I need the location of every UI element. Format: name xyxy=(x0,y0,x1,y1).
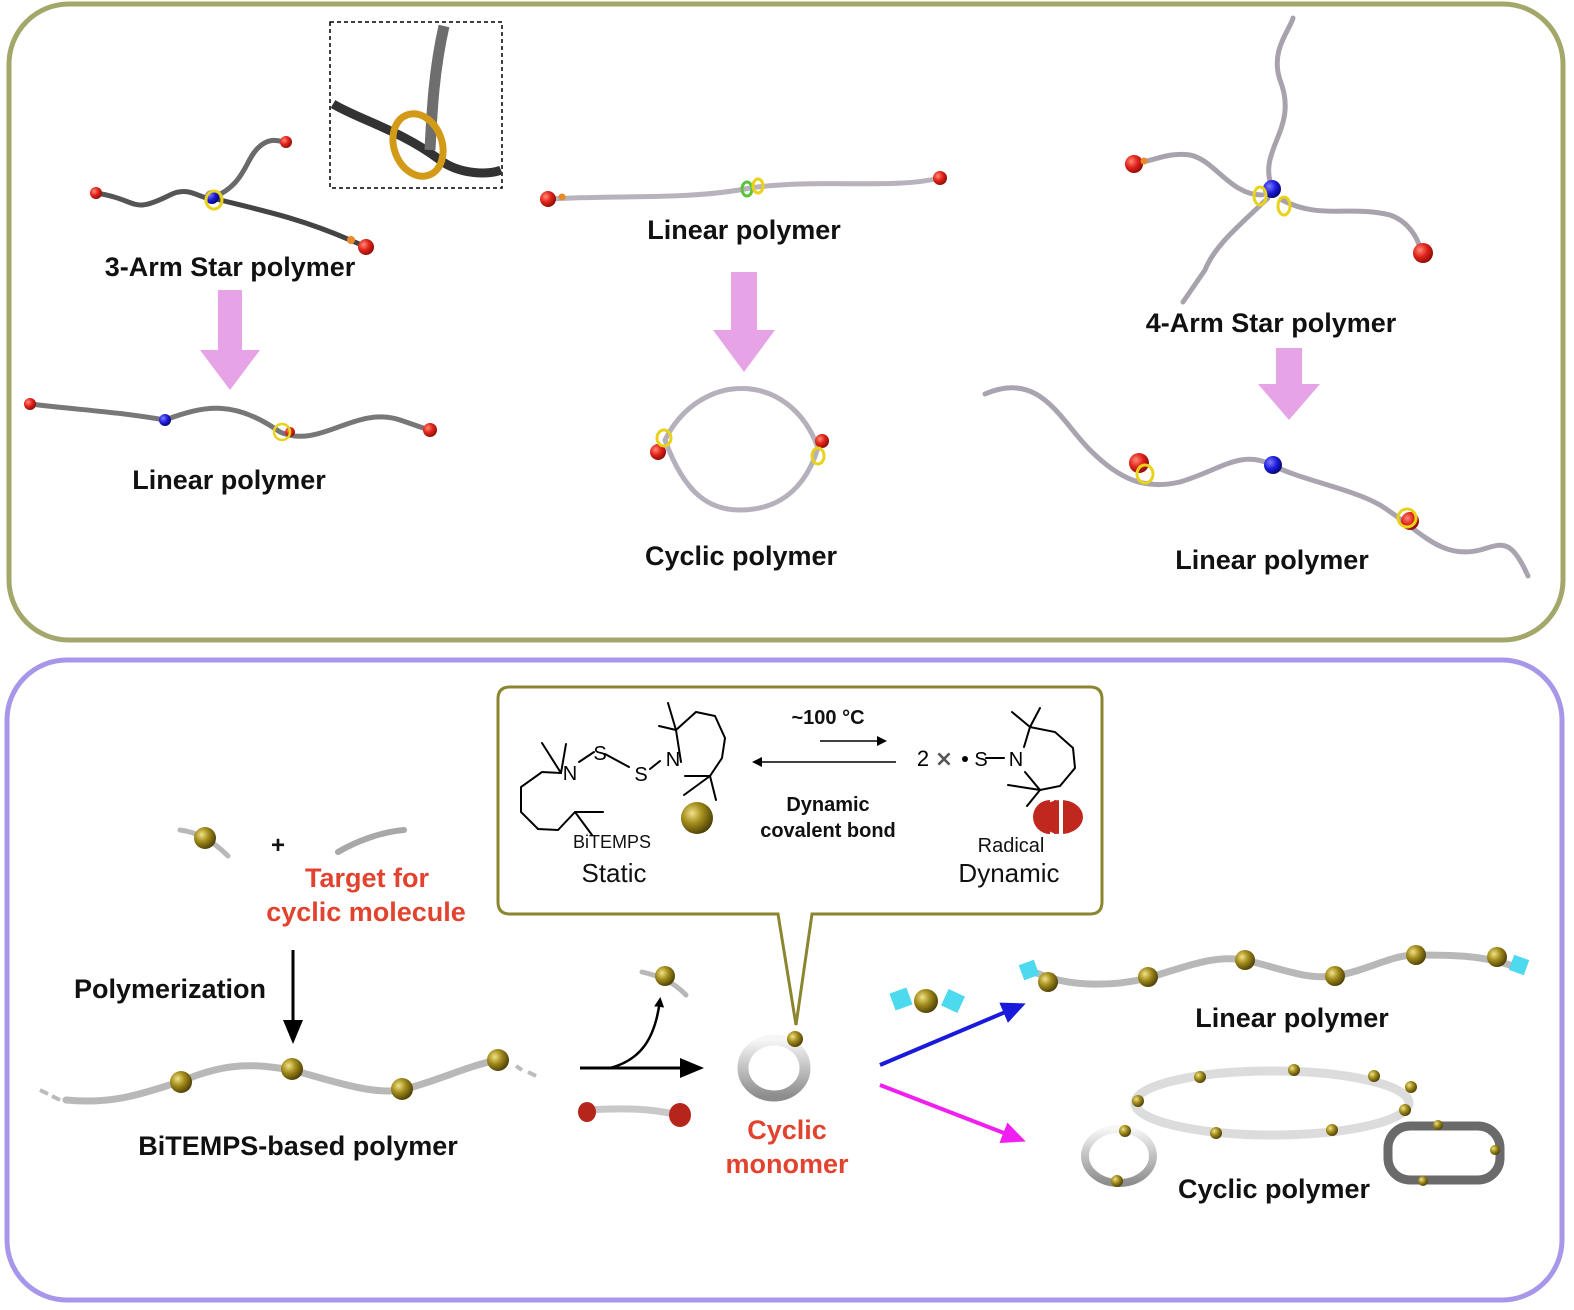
release-arrow xyxy=(609,997,665,1070)
capping-agent xyxy=(889,987,965,1013)
polymerization-label: Polymerization xyxy=(74,974,267,1004)
target-segment xyxy=(335,827,407,855)
atom-s-1: S xyxy=(593,743,606,765)
cyclic-monomer-line1: Cyclic xyxy=(747,1115,827,1145)
bitemps-bead xyxy=(681,802,713,834)
pink-arrow-linear xyxy=(713,272,775,372)
target-label-line1: Target for xyxy=(304,863,430,893)
pink-arrow-three-arm xyxy=(200,290,260,390)
magenta-arrow xyxy=(879,1083,1026,1144)
bottom-panel-frame xyxy=(4,657,1565,1303)
atom-n-left: N xyxy=(563,763,577,785)
four-arm-star-label: 4-Arm Star polymer xyxy=(1145,308,1397,338)
dynamic-label: Dynamic xyxy=(958,858,1060,888)
plus-sign: + xyxy=(270,832,286,859)
radical-coefficient: 2 xyxy=(917,746,929,771)
three-arm-result-label: Linear polymer xyxy=(132,465,326,495)
three-arm-star-polymer xyxy=(90,136,374,255)
released-bead-segment xyxy=(639,966,689,998)
four-arm-star-polymer xyxy=(1125,15,1433,305)
ring-zoom-inset xyxy=(329,21,503,189)
three-arm-star-label: 3-Arm Star polymer xyxy=(104,252,356,282)
bitemps-polymer-label: BiTEMPS-based polymer xyxy=(138,1131,458,1161)
times-icon: × xyxy=(935,747,953,772)
bitemps-polymer-chain xyxy=(39,1049,537,1105)
atom-n-radical: N xyxy=(1009,749,1023,771)
four-arm-linear-result xyxy=(982,385,1531,579)
temperature-label: ~100 °C xyxy=(791,707,865,729)
dynamic-caption-line1: Dynamic xyxy=(786,794,870,816)
bead-segment xyxy=(177,827,231,859)
atom-n-right: N xyxy=(666,749,680,771)
center-linear-polymer xyxy=(540,171,947,207)
radical-name: Radical xyxy=(977,835,1045,857)
dynamic-caption-line2: covalent bond xyxy=(760,820,896,842)
cyclic-polymer-top xyxy=(650,386,829,513)
radical-capped-segment xyxy=(578,1102,691,1127)
cyclic-monomer-line2: monomer xyxy=(725,1149,849,1179)
target-label-line2: cyclic molecule xyxy=(266,897,466,927)
bitemps-structure xyxy=(520,702,1077,836)
bitemps-name: BiTEMPS xyxy=(572,832,652,852)
radical-dot-icon xyxy=(962,756,968,762)
pink-arrow-four-arm xyxy=(1258,348,1320,420)
linear-product-chain xyxy=(1018,945,1530,992)
linear-polymer-label: Linear polymer xyxy=(647,215,841,245)
four-arm-result-label: Linear polymer xyxy=(1175,545,1369,575)
atom-s-radical: S xyxy=(974,749,987,771)
three-arm-linear-result xyxy=(24,398,437,442)
cyclic-product-rings xyxy=(1081,1064,1505,1187)
cyclic-polymer-label: Cyclic polymer xyxy=(644,541,838,571)
reaction-callout xyxy=(496,685,1104,1026)
cyclic-monomer-ring xyxy=(737,1031,811,1102)
static-label: Static xyxy=(581,858,647,888)
cyclic-product-label: Cyclic polymer xyxy=(1177,1174,1371,1204)
linear-product-label: Linear polymer xyxy=(1195,1003,1389,1033)
blue-arrow xyxy=(879,1002,1026,1067)
radical-halves-icon xyxy=(1033,798,1083,836)
atom-s-2: S xyxy=(634,764,647,786)
